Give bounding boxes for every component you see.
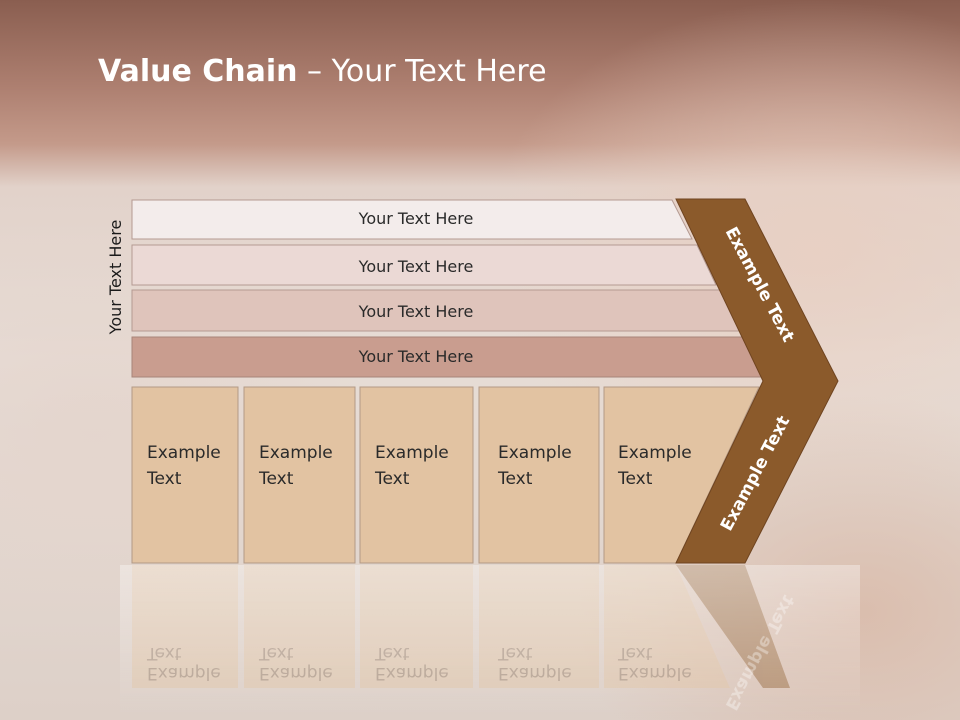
chevron-arrow[interactable] — [675, 198, 839, 564]
box-4-line1: Example — [498, 443, 572, 463]
band-1[interactable] — [131, 199, 693, 240]
box-1-line1: Example — [147, 443, 221, 463]
reflection-fade — [120, 565, 860, 720]
box-4-line2: Text — [497, 469, 533, 489]
slide-title: Value Chain – Your Text Here — [98, 54, 547, 89]
band-2-label: Your Text Here — [358, 257, 474, 276]
box-2-line2: Text — [258, 469, 294, 489]
box-5-line1: Example — [618, 443, 692, 463]
box-2[interactable] — [243, 386, 356, 564]
box-1-line2: Text — [146, 469, 182, 489]
box-3-line1: Example — [375, 443, 449, 463]
box-3[interactable] — [359, 386, 474, 564]
band-4-label: Your Text Here — [358, 347, 474, 366]
band-1-label: Your Text Here — [358, 209, 474, 228]
title-rest: – Your Text Here — [297, 54, 547, 89]
box-2-line1: Example — [259, 443, 333, 463]
band-3-label: Your Text Here — [358, 302, 474, 321]
box-1[interactable] — [131, 386, 239, 564]
box-4[interactable] — [478, 386, 600, 564]
title-bold: Value Chain — [98, 54, 298, 89]
box-5-line2: Text — [617, 469, 653, 489]
box-3-line2: Text — [374, 469, 410, 489]
band-2[interactable] — [131, 244, 717, 286]
